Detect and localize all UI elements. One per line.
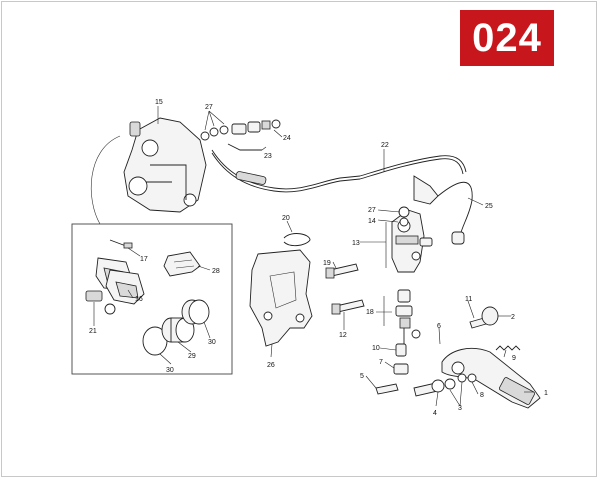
reservoir-cap	[451, 231, 465, 245]
callout-29: 29	[188, 353, 196, 360]
callout-19: 19	[323, 260, 331, 267]
bleed-washer	[104, 303, 116, 315]
mount-bolt-lower-head	[331, 303, 341, 315]
callout-28: 28	[212, 268, 220, 275]
callout-13: 13	[352, 240, 360, 247]
callout-9: 9	[512, 355, 516, 362]
callout-5: 5	[360, 373, 364, 380]
mount-bolt-upper-head	[325, 267, 335, 279]
callout-26: 26	[267, 362, 275, 369]
callout-18: 18	[366, 309, 374, 316]
master-cylinder-bracket	[249, 249, 313, 347]
callout-11: 11	[465, 296, 472, 303]
callout-24: 24	[283, 135, 291, 142]
callout-15: 15	[155, 99, 163, 106]
callout-2: 2	[511, 314, 515, 321]
stop-screw	[375, 383, 399, 395]
pedal-stopper	[481, 306, 499, 326]
piston-ring	[181, 299, 210, 325]
callout-23: 23	[264, 153, 272, 160]
clevis	[393, 363, 409, 375]
callout-27-top: 27	[205, 104, 213, 111]
brake-hose-rear-edge	[359, 158, 464, 180]
callout-25: 25	[485, 203, 493, 210]
callout-20: 20	[282, 215, 290, 222]
pushrod-clevis	[399, 317, 411, 329]
page-code-badge: 024	[460, 10, 554, 66]
pedal-spacer	[457, 373, 467, 383]
pushrod-nut	[397, 289, 411, 303]
callout-6: 6	[437, 323, 441, 330]
callout-30-bottom: 30	[166, 367, 174, 374]
pushrod-boot	[395, 305, 413, 317]
inset-leader-curve	[90, 135, 121, 225]
clevis-washer	[411, 329, 421, 339]
reservoir-hose	[437, 181, 473, 237]
brake-pads	[95, 257, 145, 305]
brake-caliper	[123, 117, 207, 213]
callout-30-right: 30	[208, 339, 216, 346]
callout-1: 1	[544, 390, 548, 397]
callout-10: 10	[372, 345, 380, 352]
bleed-plug	[85, 290, 103, 302]
pad-detail-inset	[71, 223, 233, 375]
callout-8: 8	[480, 392, 484, 399]
pedal-washer	[444, 378, 456, 390]
callout-16: 16	[135, 296, 143, 303]
pad-pin-head	[123, 242, 133, 249]
pad-spring	[163, 251, 201, 277]
master-cylinder	[391, 209, 433, 273]
pad-pin	[109, 239, 127, 247]
callout-27-right: 27	[368, 207, 376, 214]
brake-hose-rear	[359, 155, 467, 177]
callout-4: 4	[433, 410, 437, 417]
callout-3: 3	[458, 405, 462, 412]
callout-14: 14	[368, 218, 376, 225]
callout-7: 7	[379, 359, 383, 366]
callout-21: 21	[89, 328, 97, 335]
leader-lines	[93, 106, 534, 407]
banjo-washer	[398, 206, 410, 218]
brake-hose-front	[200, 119, 361, 193]
clevis-pin	[395, 343, 407, 357]
pedal-return-spring	[495, 345, 521, 351]
callout-labels: 15 27 24 23 22 25 27 14 13 19 12 18 10 7…	[89, 99, 548, 417]
banjo-fitting	[413, 175, 439, 205]
callout-22: 22	[381, 142, 389, 149]
callout-17: 17	[140, 256, 148, 263]
pedal-bushing	[431, 379, 445, 393]
brake-pedal	[441, 348, 541, 409]
banjo-bolt	[399, 217, 409, 227]
callout-12: 12	[339, 332, 347, 339]
pin-clip	[283, 233, 311, 247]
